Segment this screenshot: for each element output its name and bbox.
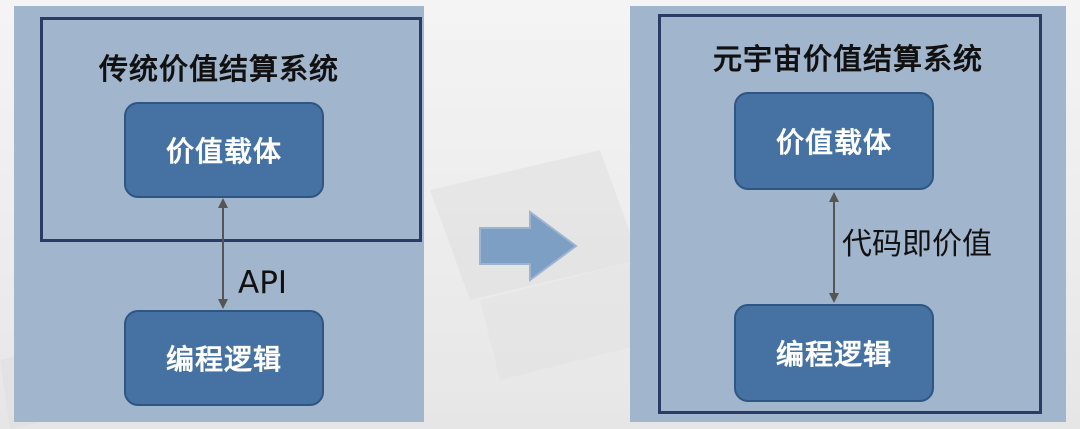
traditional-system-title: 传统价值结算系统 (98, 52, 339, 86)
metaverse-programming-logic-box: 编程逻辑 (734, 304, 934, 402)
traditional-programming-logic-label: 编程逻辑 (165, 343, 282, 376)
traditional-system-panel: 传统价值结算系统 价值载体 API 编程逻辑 (14, 6, 424, 422)
metaverse-system-panel: 元宇宙价值结算系统 价值载体 代码即价值 编程逻辑 (630, 6, 1066, 422)
traditional-system-frame (40, 17, 422, 242)
traditional-programming-logic-box: 编程逻辑 (124, 310, 324, 406)
api-connector-label: API (238, 265, 288, 301)
metaverse-value-carrier-box: 价值载体 (734, 92, 934, 190)
metaverse-system-frame (658, 14, 1042, 414)
code-is-value-label: 代码即价值 (842, 227, 992, 262)
traditional-double-arrow (218, 198, 228, 309)
metaverse-programming-logic-label: 编程逻辑 (775, 338, 892, 371)
metaverse-value-carrier-label: 价值载体 (775, 126, 892, 159)
metaverse-double-arrow (829, 192, 839, 303)
traditional-value-carrier-box: 价值载体 (124, 102, 324, 198)
metaverse-system-title: 元宇宙价值结算系统 (712, 42, 983, 76)
transition-arrow-icon (479, 210, 578, 282)
traditional-value-carrier-label: 价值载体 (165, 135, 282, 168)
